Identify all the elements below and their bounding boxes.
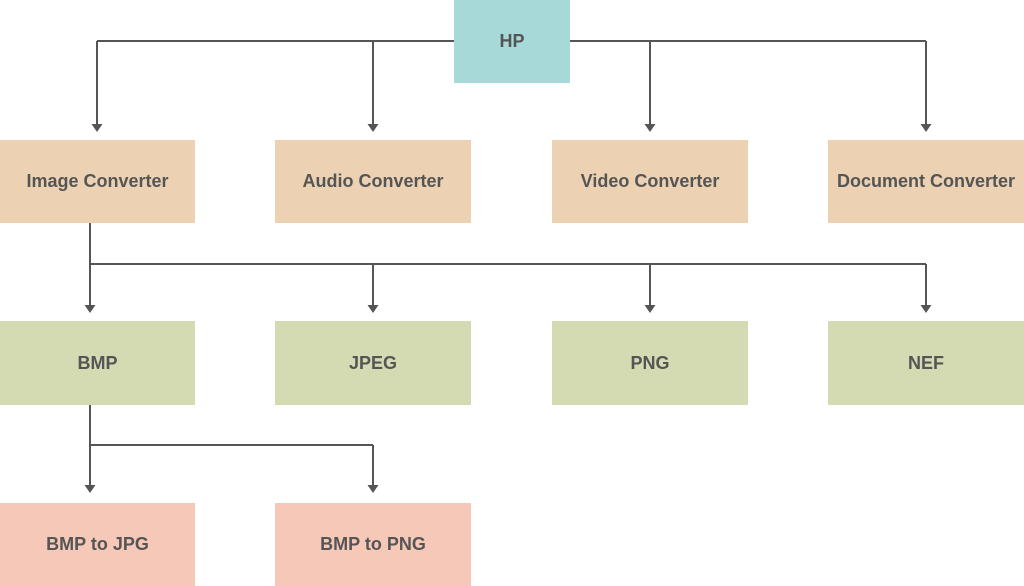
node-hp: HP bbox=[454, 0, 570, 83]
node-nef: NEF bbox=[828, 321, 1024, 405]
node-bmp: BMP bbox=[0, 321, 195, 405]
arrowhead-video-converter bbox=[644, 124, 656, 132]
arrowhead-bmp bbox=[84, 305, 96, 313]
node-audio-converter: Audio Converter bbox=[275, 140, 471, 223]
node-video-converter: Video Converter bbox=[552, 140, 748, 223]
arrowhead-jpeg bbox=[367, 305, 379, 313]
arrowhead-image-converter bbox=[91, 124, 103, 132]
node-image-converter: Image Converter bbox=[0, 140, 195, 223]
node-bmp-to-png: BMP to PNG bbox=[275, 503, 471, 586]
node-bmp-to-jpg: BMP to JPG bbox=[0, 503, 195, 586]
arrowhead-nef bbox=[920, 305, 932, 313]
node-jpeg: JPEG bbox=[275, 321, 471, 405]
arrowhead-bmp-to-jpg bbox=[84, 485, 96, 493]
arrowhead-audio-converter bbox=[367, 124, 379, 132]
arrowhead-png bbox=[644, 305, 656, 313]
arrowhead-bmp-to-png bbox=[367, 485, 379, 493]
arrowhead-document-converter bbox=[920, 124, 932, 132]
node-document-converter: Document Converter bbox=[828, 140, 1024, 223]
node-png: PNG bbox=[552, 321, 748, 405]
